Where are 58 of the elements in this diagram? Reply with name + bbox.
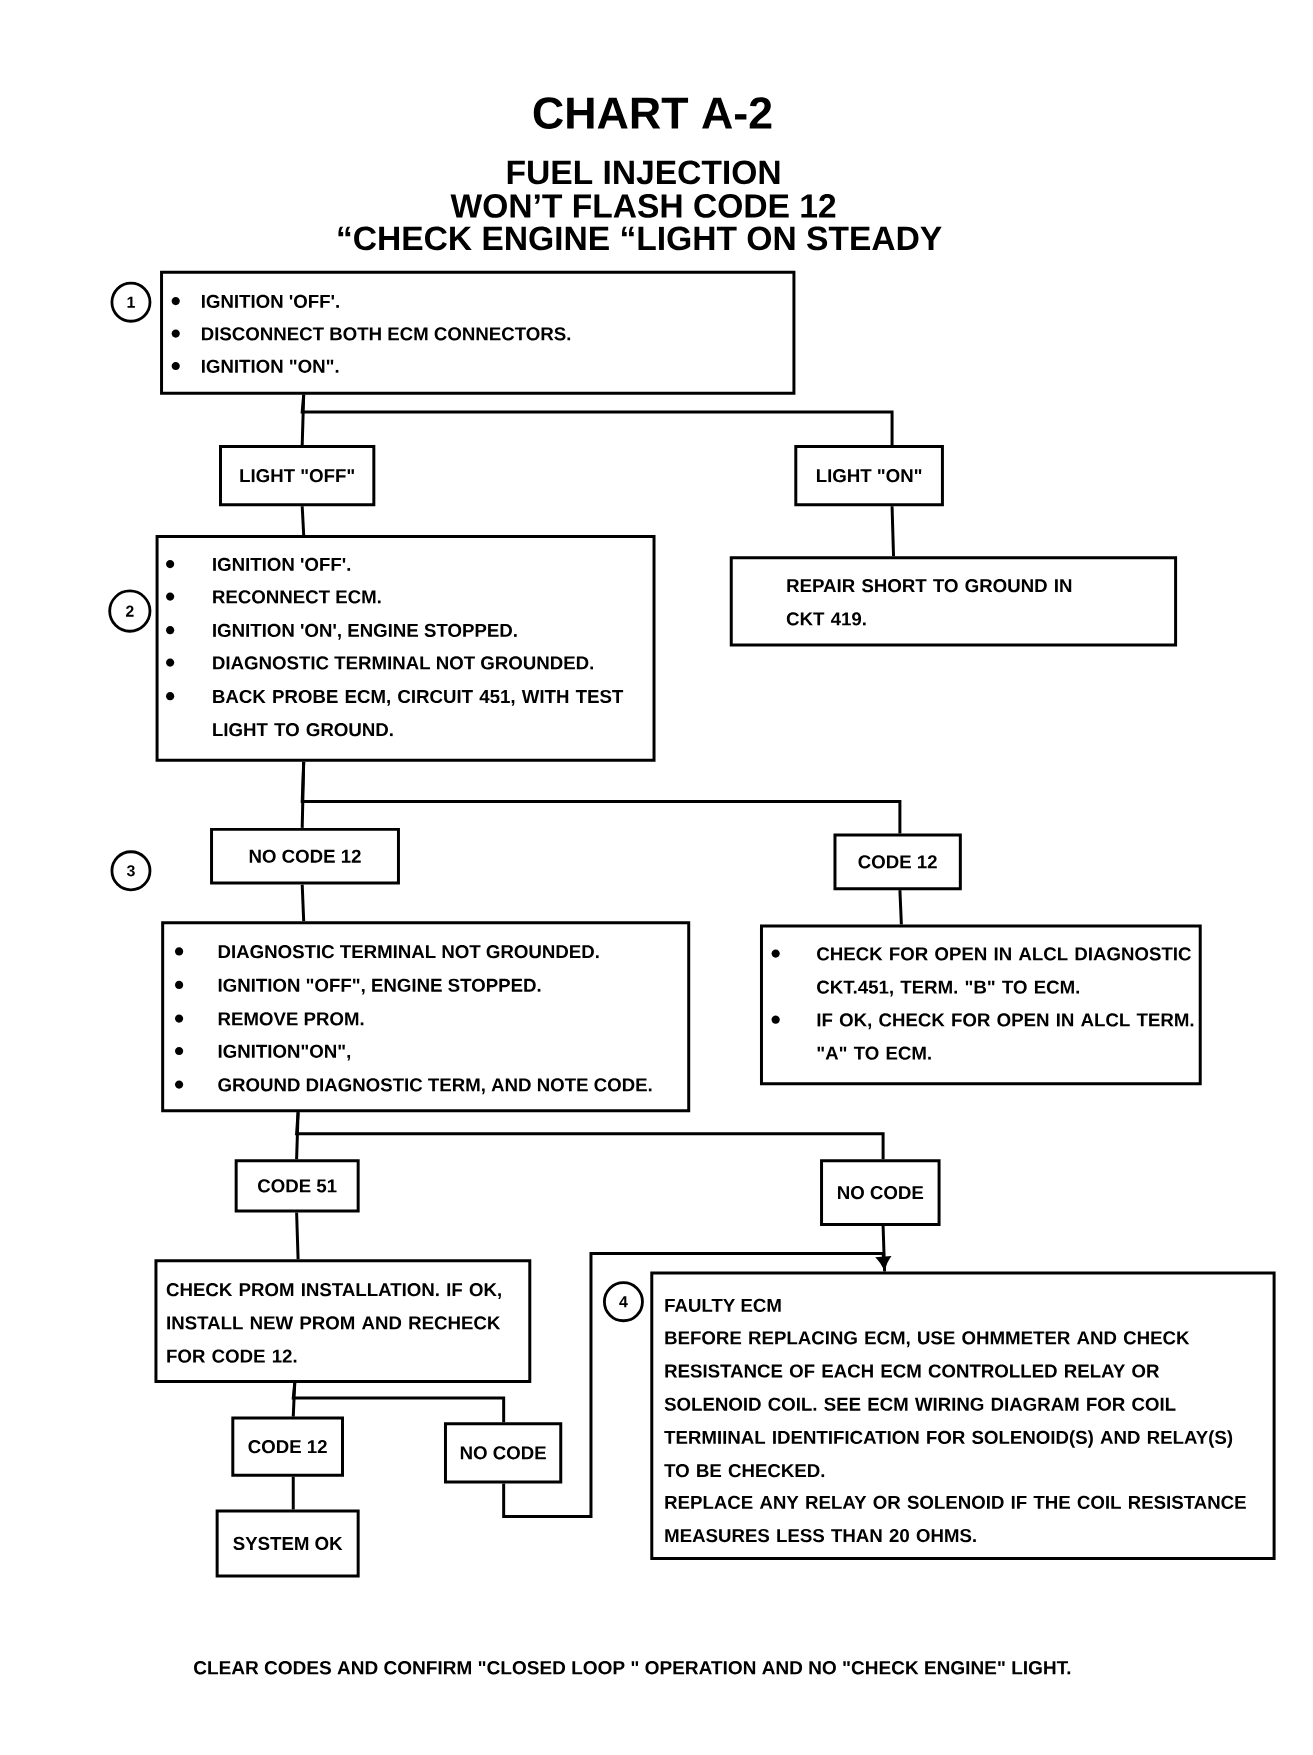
chart-title: CHART A-2 — [533, 97, 772, 129]
connector-line — [291, 1382, 506, 1423]
connector-line — [295, 1212, 300, 1260]
step-text: IGNITION 'OFF'. — [213, 557, 351, 571]
result-box: LIGHT "OFF" — [219, 445, 376, 507]
result-box: LIGHT "ON" — [794, 445, 944, 507]
result-box: SYSTEM OK — [215, 1509, 360, 1578]
step-box — [650, 1271, 1276, 1560]
connector-line — [300, 761, 902, 834]
step-text: IGNITION 'ON', ENGINE STOPPED. — [213, 623, 517, 640]
connector-line — [300, 394, 894, 446]
step-text: IGNITION "ON". — [202, 359, 339, 373]
step-text: BACK PROBE ECM, CIRCUIT 451, WITH TEST LIGHT TO GROUND. — [213, 689, 624, 737]
subtitle: FUEL INJECTION — [507, 160, 780, 185]
result-box: NO CODE — [820, 1159, 941, 1226]
step-text: CHECK FOR OPEN IN ALCL DIAGNOSTIC CKT.451, TERM. "B" TO ECM. — [817, 947, 1191, 997]
step-text: IGNITION 'OFF'. — [202, 294, 339, 308]
step-box — [161, 921, 691, 1113]
connector-line — [300, 884, 306, 922]
connector-line — [898, 890, 903, 925]
connector-line — [502, 1252, 891, 1519]
step-box — [154, 1259, 532, 1384]
step-text: DIAGNOSTIC TERMINAL NOT GROUNDED. — [218, 945, 599, 959]
result-box: NO CODE 12 — [210, 827, 400, 885]
connector-line — [295, 1112, 885, 1160]
connector-line — [295, 1112, 300, 1160]
step-number: 3 — [110, 850, 152, 892]
step-text: DISCONNECT BOTH ECM CONNECTORS. — [202, 327, 571, 341]
subtitle: “CHECK ENGINE “LIGHT ON STEADY — [338, 226, 942, 251]
result-box: CODE 51 — [234, 1159, 360, 1213]
step-text: REPAIR SHORT TO GROUND IN CKT 419. — [786, 579, 1072, 626]
step-box — [729, 556, 1178, 647]
step-text: DIAGNOSTIC TERMINAL NOT GROUNDED. — [213, 656, 594, 670]
connector-line — [291, 1476, 295, 1510]
step-text: GROUND DIAGNOSTIC TERM, AND NOTE CODE. — [218, 1078, 652, 1095]
subtitle: WON’T FLASH CODE 12 — [450, 194, 836, 218]
result-box: CODE 12 — [231, 1416, 345, 1477]
step-text: REMOVE PROM. — [218, 1012, 364, 1026]
step-box — [160, 270, 796, 395]
connector-line — [890, 506, 896, 557]
connector-line — [300, 506, 306, 536]
step-text: RECONNECT ECM. — [213, 590, 381, 604]
step-box — [155, 535, 656, 762]
step-text: IGNITION"ON", — [218, 1044, 351, 1061]
step-text: FAULTY ECM — [665, 1298, 781, 1312]
step-number: 2 — [108, 589, 152, 633]
note-text: CLEAR CODES AND CONFIRM "CLOSED LOOP " OPERATION AND NO "CHECK ENGINE" LIGHT. — [194, 1661, 1071, 1675]
result-box: CODE 12 — [833, 833, 962, 891]
step-text: CHECK PROM INSTALLATION. IF OK, INSTALL NEW PROM AND RECHECK FOR CODE 12. — [166, 1283, 501, 1363]
step-text: IGNITION "OFF", ENGINE STOPPED. — [218, 978, 541, 995]
connector-line — [881, 1225, 887, 1272]
step-text: REPLACE ANY RELAY OR SOLENOID IF THE COIL RESISTANCE MEASURES LESS THAN 20 OHMS. — [665, 1495, 1246, 1543]
step-text: IF OK, CHECK FOR OPEN IN ALCL TERM. "A" TO ECM. — [817, 1013, 1194, 1060]
result-box: NO CODE — [444, 1422, 563, 1484]
step-number: 1 — [110, 281, 152, 323]
step-number: 4 — [603, 1281, 644, 1323]
step-box — [760, 924, 1202, 1086]
step-text: BEFORE REPLACING ECM, USE OHMMETER AND CHECK RESISTANCE OF EACH ECM CONTROLLED RELAY OR SOLENOID COIL. SEE ECM WIRING DIAGRAM FOR COIL TERMIINAL IDENTIFICATION FOR SOLENOID(S) AND RELAY(S) TO BE CHECKED. — [664, 1331, 1233, 1478]
